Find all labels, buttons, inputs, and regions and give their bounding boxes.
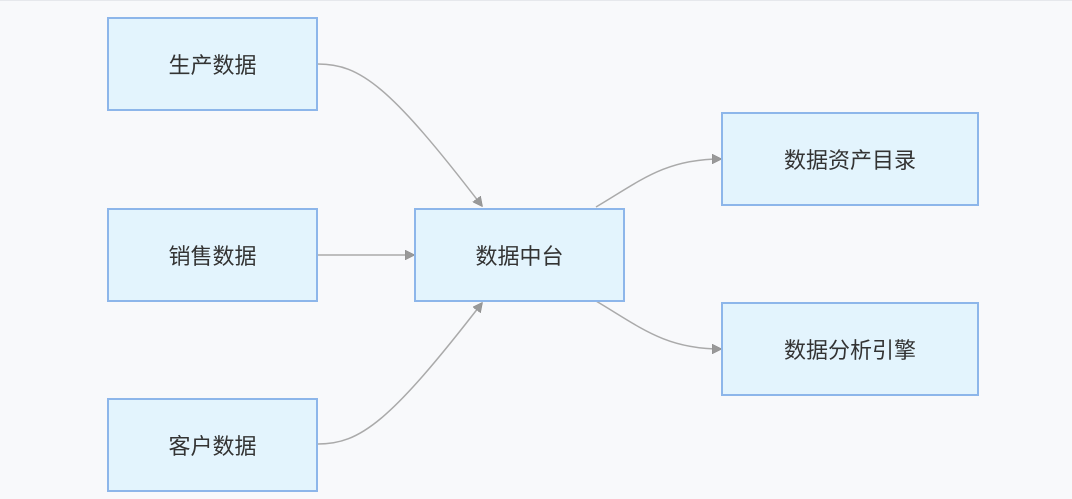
edge-hub-to-catalog [595, 159, 721, 208]
edge-hub-to-engine [595, 300, 721, 349]
edge-customer-to-hub [317, 303, 482, 445]
node-data-hub: 数据中台 [414, 208, 625, 302]
node-customer-data: 客户数据 [107, 398, 318, 492]
node-sales-data: 销售数据 [107, 208, 318, 302]
edge-production-to-hub [317, 63, 482, 206]
node-data-analysis-engine: 数据分析引擎 [721, 302, 979, 396]
node-data-asset-catalog: 数据资产目录 [721, 112, 979, 206]
node-production-data: 生产数据 [107, 17, 318, 111]
